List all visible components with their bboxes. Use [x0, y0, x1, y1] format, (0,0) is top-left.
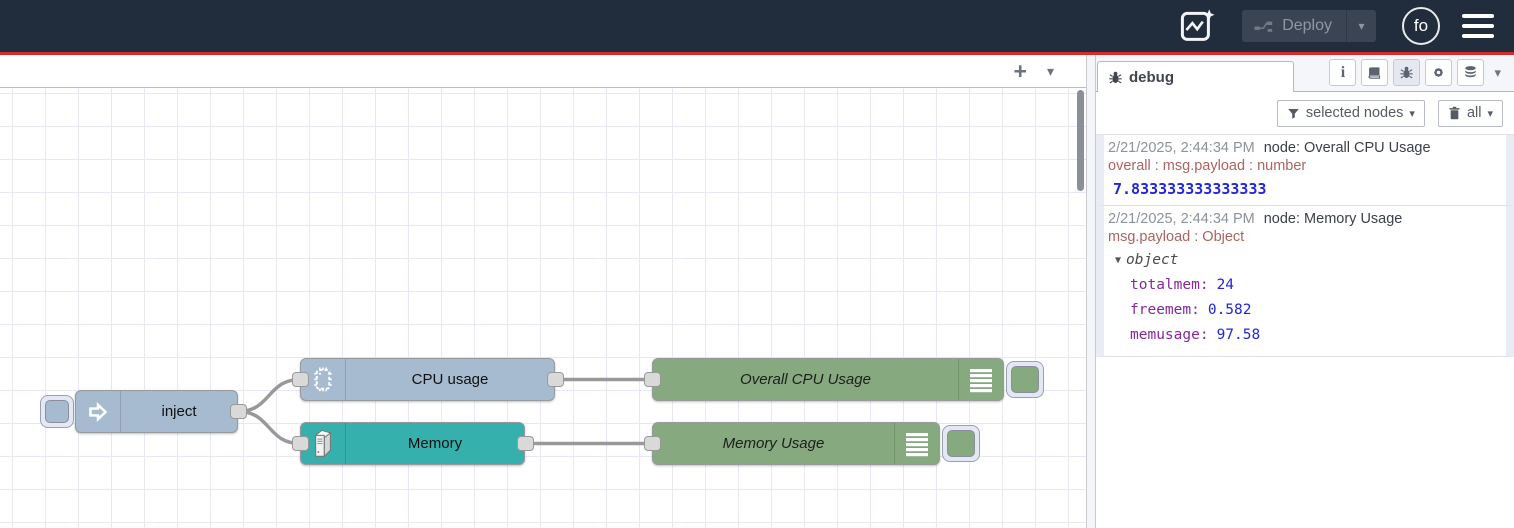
user-avatar[interactable]: fo: [1402, 7, 1440, 45]
inject-trigger-button[interactable]: [40, 395, 74, 428]
caret-down-icon: ▾: [1409, 107, 1415, 120]
info-icon: i: [1340, 63, 1346, 81]
sidebar-tool-buttons: i: [1329, 59, 1514, 91]
flow-list-caret-icon[interactable]: ▾: [1046, 62, 1054, 79]
message-source-node[interactable]: node: Overall CPU Usage: [1263, 140, 1431, 156]
debug-clear-label: all: [1466, 105, 1482, 121]
debug-console-icon: [894, 423, 939, 464]
node-debug-overall-cpu[interactable]: Overall CPU Usage: [652, 358, 1004, 401]
avatar-initials: fo: [1413, 16, 1429, 35]
trash-icon: [1448, 106, 1461, 120]
info-tab-button[interactable]: i: [1329, 59, 1357, 86]
deploy-label: Deploy: [1282, 17, 1332, 34]
debug-console-icon: [958, 359, 1003, 400]
message-property-path: overall : msg.payload : number: [1108, 158, 1307, 174]
caret-down-icon: ▾: [1487, 107, 1493, 120]
inject-arrow-icon: [76, 391, 121, 432]
flow-tabbar: + ▾: [0, 55, 1086, 88]
debug-overall-input-port[interactable]: [644, 372, 661, 387]
debug-tab-button[interactable]: [1393, 59, 1421, 86]
debug-memusage-toggle-button[interactable]: [942, 425, 980, 462]
canvas-vertical-scrollbar[interactable]: [1077, 90, 1084, 191]
database-icon: [1463, 65, 1478, 80]
debug-message[interactable]: 2/21/2025, 2:44:34 PM node: Overall CPU U…: [1096, 135, 1514, 206]
sidebar-tabbar: debug i: [1096, 55, 1514, 92]
object-root-label[interactable]: object: [1126, 252, 1179, 268]
workspace: + ▾ inject: [0, 55, 1086, 528]
message-timestamp: 2/21/2025, 2:44:34 PM: [1108, 140, 1255, 156]
main-header: Deploy ▾ fo: [0, 0, 1514, 55]
config-nodes-tab-button[interactable]: [1425, 59, 1453, 86]
inject-output-port[interactable]: [230, 404, 247, 419]
node-label: CPU usage: [411, 371, 489, 388]
debug-message-list: 2/21/2025, 2:44:34 PM node: Overall CPU U…: [1096, 135, 1514, 357]
node-label: inject: [161, 403, 197, 420]
memory-input-port[interactable]: [292, 436, 309, 451]
message-property-path: msg.payload : Object: [1108, 229, 1245, 245]
add-flow-button[interactable]: +: [1013, 57, 1027, 84]
node-cpu-usage[interactable]: CPU usage: [300, 358, 555, 401]
object-value: 97.58: [1216, 327, 1261, 343]
object-entry: totalmem: 24: [1106, 268, 1504, 293]
cpu-chip-icon: [301, 359, 346, 400]
node-debug-memory-usage[interactable]: Memory Usage: [652, 422, 940, 465]
gear-icon: [1431, 65, 1446, 80]
deploy-button[interactable]: Deploy ▾: [1242, 10, 1376, 42]
node-label: Memory: [407, 435, 463, 452]
deploy-merge-icon: [1254, 19, 1273, 34]
book-icon: [1367, 65, 1382, 80]
tab-debug-label: debug: [1129, 68, 1174, 86]
help-tab-button[interactable]: [1361, 59, 1389, 86]
wire-inject-cpu: [237, 377, 301, 414]
collapse-caret-icon[interactable]: ▼: [1115, 254, 1122, 266]
debug-filter-toolbar: selected nodes ▾ all ▾: [1096, 92, 1514, 135]
debug-memusage-input-port[interactable]: [644, 436, 661, 451]
wire-inject-memory: [237, 409, 301, 446]
debug-clear-button[interactable]: all ▾: [1437, 99, 1503, 127]
debug-sidebar: debug i: [1096, 55, 1514, 528]
message-timestamp: 2/21/2025, 2:44:34 PM: [1108, 211, 1255, 227]
message-source-node[interactable]: node: Memory Usage: [1263, 211, 1403, 227]
tab-debug[interactable]: debug: [1097, 61, 1294, 92]
funnel-icon: [1287, 107, 1300, 120]
object-value: 0.582: [1207, 302, 1252, 318]
bug-icon: [1108, 70, 1123, 85]
object-entry: memusage: 97.58: [1106, 318, 1504, 351]
memory-output-port[interactable]: [517, 436, 534, 451]
node-inject[interactable]: inject: [75, 390, 238, 433]
object-key: totalmem:: [1130, 277, 1209, 293]
ai-assistant-icon[interactable]: [1178, 8, 1218, 44]
object-key: memusage:: [1130, 327, 1209, 343]
debug-overall-toggle-button[interactable]: [1006, 361, 1044, 398]
node-label: Memory Usage: [722, 435, 825, 452]
main-menu-icon[interactable]: [1462, 14, 1494, 38]
node-label: Overall CPU Usage: [740, 371, 871, 388]
flow-canvas[interactable]: inject CPU usage: [0, 88, 1086, 528]
object-key: freemem:: [1130, 302, 1200, 318]
debug-filter-label: selected nodes: [1305, 105, 1404, 121]
message-number-value: 7.833333333333333: [1113, 180, 1267, 198]
sidebar-splitter[interactable]: [1086, 55, 1096, 528]
deploy-options-caret[interactable]: ▾: [1346, 10, 1376, 42]
caret-down-icon: ▾: [1358, 19, 1365, 33]
debug-filter-button[interactable]: selected nodes ▾: [1276, 99, 1425, 127]
object-value: 24: [1216, 277, 1235, 293]
object-entry: freemem: 0.582: [1106, 293, 1504, 318]
sidebar-options-caret-icon[interactable]: ▾: [1494, 64, 1501, 80]
cpu-output-port[interactable]: [547, 372, 564, 387]
bug-icon: [1399, 65, 1414, 80]
cpu-input-port[interactable]: [292, 372, 309, 387]
context-data-tab-button[interactable]: [1457, 59, 1485, 86]
computer-tower-icon: [301, 423, 346, 464]
node-memory[interactable]: Memory: [300, 422, 525, 465]
